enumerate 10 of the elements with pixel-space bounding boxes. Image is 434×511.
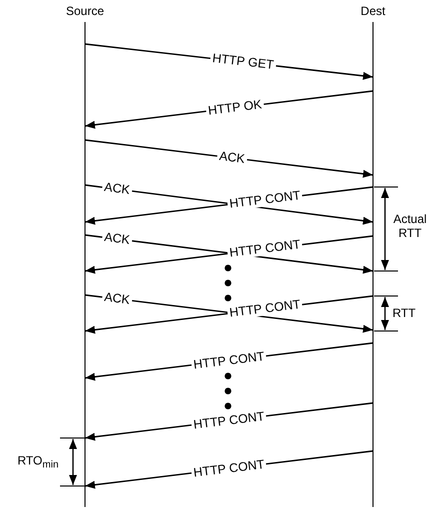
edge-label: HTTP CONT bbox=[190, 350, 268, 372]
edge-label: HTTP CONT bbox=[190, 458, 268, 480]
dimension-label: RTO$_{min}$ bbox=[17, 453, 59, 473]
dimension-label: RTT bbox=[392, 306, 416, 320]
edge-label: HTTP OK bbox=[205, 98, 264, 118]
edge-label: HTTP CONT bbox=[190, 410, 268, 432]
participant-label: Dest bbox=[360, 4, 386, 18]
dimension-label: Actual RTT bbox=[392, 212, 428, 240]
message-arrow bbox=[84, 139, 374, 178]
participant-label: Source bbox=[64, 4, 106, 18]
